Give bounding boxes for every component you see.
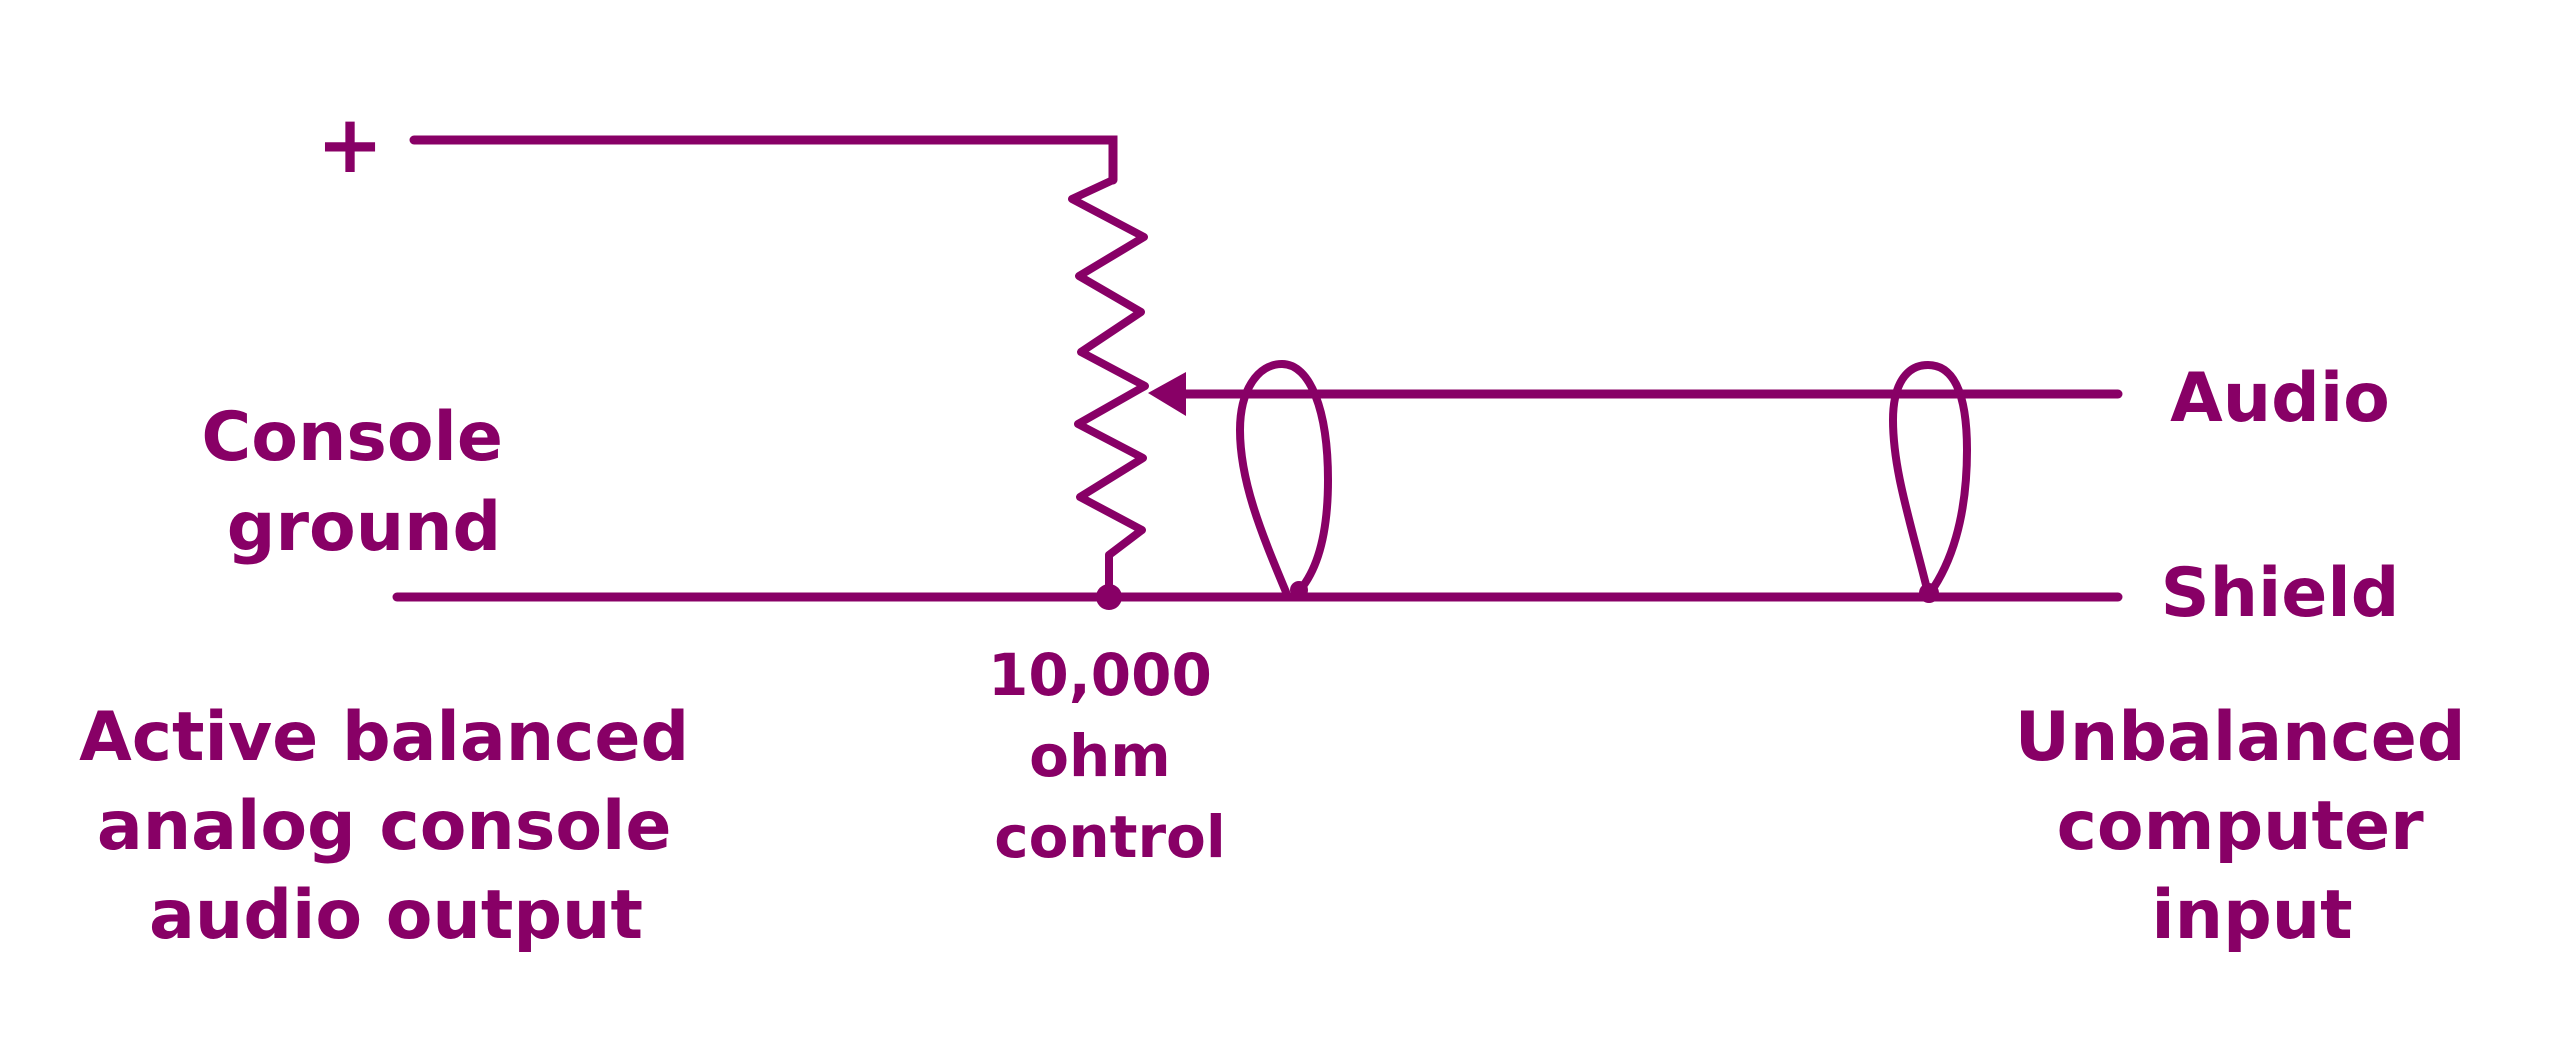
control-line-2: ohm [1029,722,1171,790]
control-line-3: control [994,803,1226,871]
shield-label: Shield [2161,554,2400,633]
source-line-3: audio output [149,876,643,955]
shield-loop-1-contact [1290,581,1308,599]
destination-description-label: Unbalanced computer input [2015,698,2490,955]
destination-line-2: computer [2057,787,2425,866]
source-description-label: Active balanced analog console audio out… [79,698,713,955]
wiper-arrow-icon [1148,372,1186,416]
source-line-2: analog console [97,787,672,866]
destination-line-1: Unbalanced [2015,698,2466,777]
console-ground-line-2: ground [227,488,501,567]
plus-terminal-label: + [316,98,383,191]
console-ground-label: Console ground [201,398,526,567]
console-ground-line-1: Console [201,398,503,477]
source-line-1: Active balanced [79,698,689,777]
ground-junction-dot [1096,584,1122,610]
positive-output-wire [409,135,1118,185]
control-value-label: 10,000 ohm control [988,641,1232,871]
shield-loop-2-contact [1919,583,1939,603]
audio-label: Audio [2170,359,2390,438]
shield-loop-1-icon [1236,360,1332,596]
destination-line-3: input [2151,876,2352,955]
shield-loop-2-icon [1889,361,1971,597]
potentiometer-resistor [1068,176,1149,600]
control-line-1: 10,000 [988,641,1212,709]
